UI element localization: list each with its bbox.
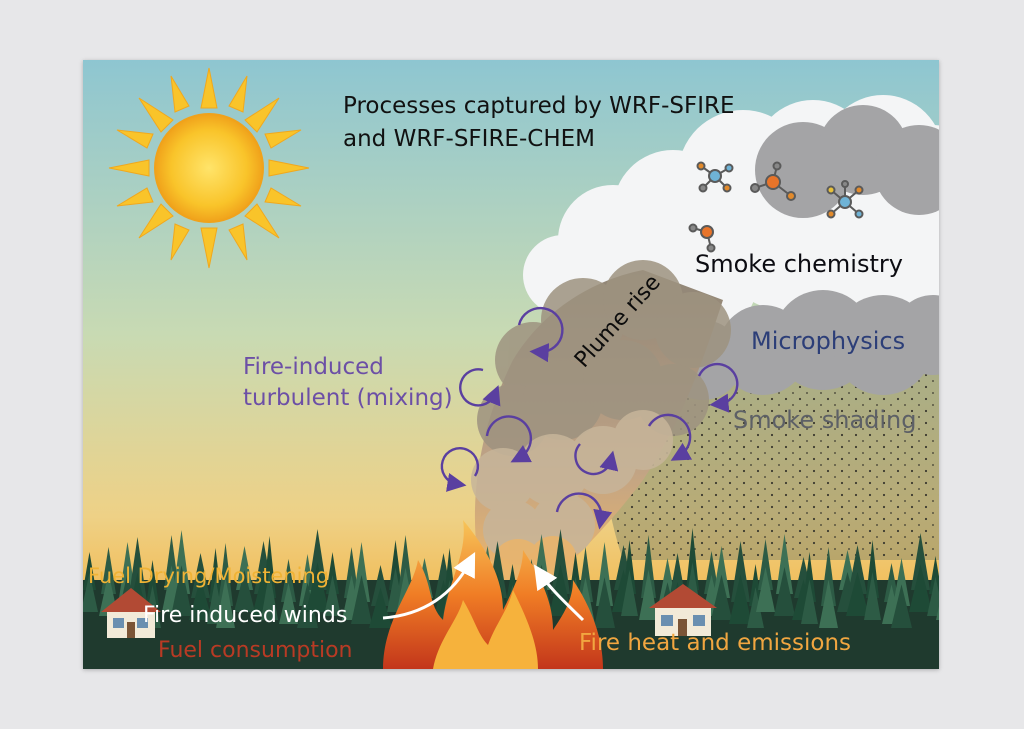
pine-tree bbox=[146, 560, 159, 606]
pine-tree bbox=[234, 570, 255, 612]
pine-tree bbox=[927, 576, 939, 616]
pine-tree bbox=[713, 546, 730, 598]
pine-tree bbox=[848, 545, 867, 594]
label-fire-heat: Fire heat and emissions bbox=[579, 630, 852, 656]
pine-tree bbox=[171, 565, 192, 616]
pine-tree bbox=[819, 579, 838, 628]
pine-tree bbox=[621, 569, 638, 616]
pine-tree bbox=[774, 567, 795, 616]
pine-tree bbox=[351, 575, 372, 624]
pine-tree bbox=[623, 540, 636, 594]
label-smoke-shading: Smoke shading bbox=[733, 406, 917, 434]
pine-tree bbox=[731, 541, 750, 602]
pine-tree bbox=[704, 551, 719, 594]
pine-tree bbox=[686, 528, 699, 590]
wildfire-scene bbox=[83, 60, 939, 669]
pine-tree bbox=[594, 577, 615, 628]
pine-tree bbox=[389, 540, 402, 590]
pine-tree bbox=[164, 535, 179, 590]
pine-tree bbox=[189, 577, 212, 620]
molecule-icon bbox=[688, 161, 864, 253]
diagram-card: Processes captured by WRF-SFIRE and WRF-… bbox=[83, 60, 939, 669]
pine-tree bbox=[128, 537, 147, 602]
pine-tree bbox=[209, 548, 222, 602]
pine-tree bbox=[866, 540, 879, 598]
pine-tree bbox=[83, 572, 98, 612]
label-smoke-chemistry: Smoke chemistry bbox=[695, 250, 903, 278]
pine-tree bbox=[569, 552, 582, 598]
label-fuel-drying: Fuel Drying/Moistening bbox=[88, 564, 330, 588]
pine-tree bbox=[641, 535, 656, 598]
pine-tree bbox=[893, 558, 910, 606]
pine-tree bbox=[821, 547, 836, 606]
pine-tree bbox=[218, 543, 233, 606]
pine-tree bbox=[326, 552, 339, 594]
label-fuel-consumption: Fuel consumption bbox=[158, 638, 353, 663]
pine-tree bbox=[578, 547, 593, 602]
pine-tree bbox=[173, 530, 190, 594]
pine-tree bbox=[261, 570, 278, 620]
pine-tree bbox=[864, 571, 881, 620]
pine-tree bbox=[191, 553, 210, 598]
pine-tree bbox=[281, 559, 296, 602]
house-icon bbox=[101, 588, 161, 638]
pine-tree bbox=[596, 542, 613, 606]
pine-tree bbox=[711, 574, 732, 620]
pine-tree bbox=[353, 542, 370, 602]
pine-tree bbox=[344, 547, 359, 598]
eddy-arrow-icon bbox=[440, 306, 739, 530]
pine-tree bbox=[308, 529, 327, 590]
sun-icon bbox=[108, 67, 310, 269]
pine-tree bbox=[83, 552, 96, 590]
pine-tree bbox=[801, 579, 818, 624]
pine-tree bbox=[749, 564, 762, 606]
pine-tree bbox=[936, 606, 939, 620]
house-icon bbox=[649, 584, 717, 636]
pine-tree bbox=[911, 533, 930, 590]
pine-tree bbox=[216, 577, 235, 628]
pine-tree bbox=[938, 591, 939, 598]
wind-arrow-icon bbox=[382, 551, 585, 622]
diagram-title: Processes captured by WRF-SFIRE and WRF-… bbox=[343, 93, 735, 152]
label-microphysics: Microphysics bbox=[751, 327, 906, 355]
pine-tree bbox=[306, 562, 329, 612]
pine-tree bbox=[371, 565, 390, 606]
pine-tree bbox=[324, 575, 341, 616]
pine-tree bbox=[891, 584, 912, 628]
pine-tree bbox=[758, 539, 773, 590]
pine-tree bbox=[909, 564, 932, 612]
pine-tree bbox=[884, 563, 899, 602]
pine-tree bbox=[776, 534, 793, 594]
label-fire-winds: Fire induced winds bbox=[143, 603, 348, 628]
fire-flame-icon bbox=[383, 520, 603, 669]
pine-tree bbox=[756, 567, 775, 612]
pine-tree bbox=[279, 582, 298, 624]
pine-tree bbox=[263, 536, 276, 598]
pine-tree bbox=[803, 552, 816, 602]
pine-tree bbox=[101, 547, 116, 594]
label-turbulent-mixing: Fire-induced turbulent (mixing) bbox=[243, 354, 453, 412]
pine-tree bbox=[747, 587, 764, 628]
pine-tree bbox=[846, 571, 869, 616]
pine-tree bbox=[729, 574, 752, 624]
pine-tree bbox=[297, 582, 318, 628]
pine-tree bbox=[236, 546, 253, 590]
pine-tree bbox=[398, 535, 413, 594]
